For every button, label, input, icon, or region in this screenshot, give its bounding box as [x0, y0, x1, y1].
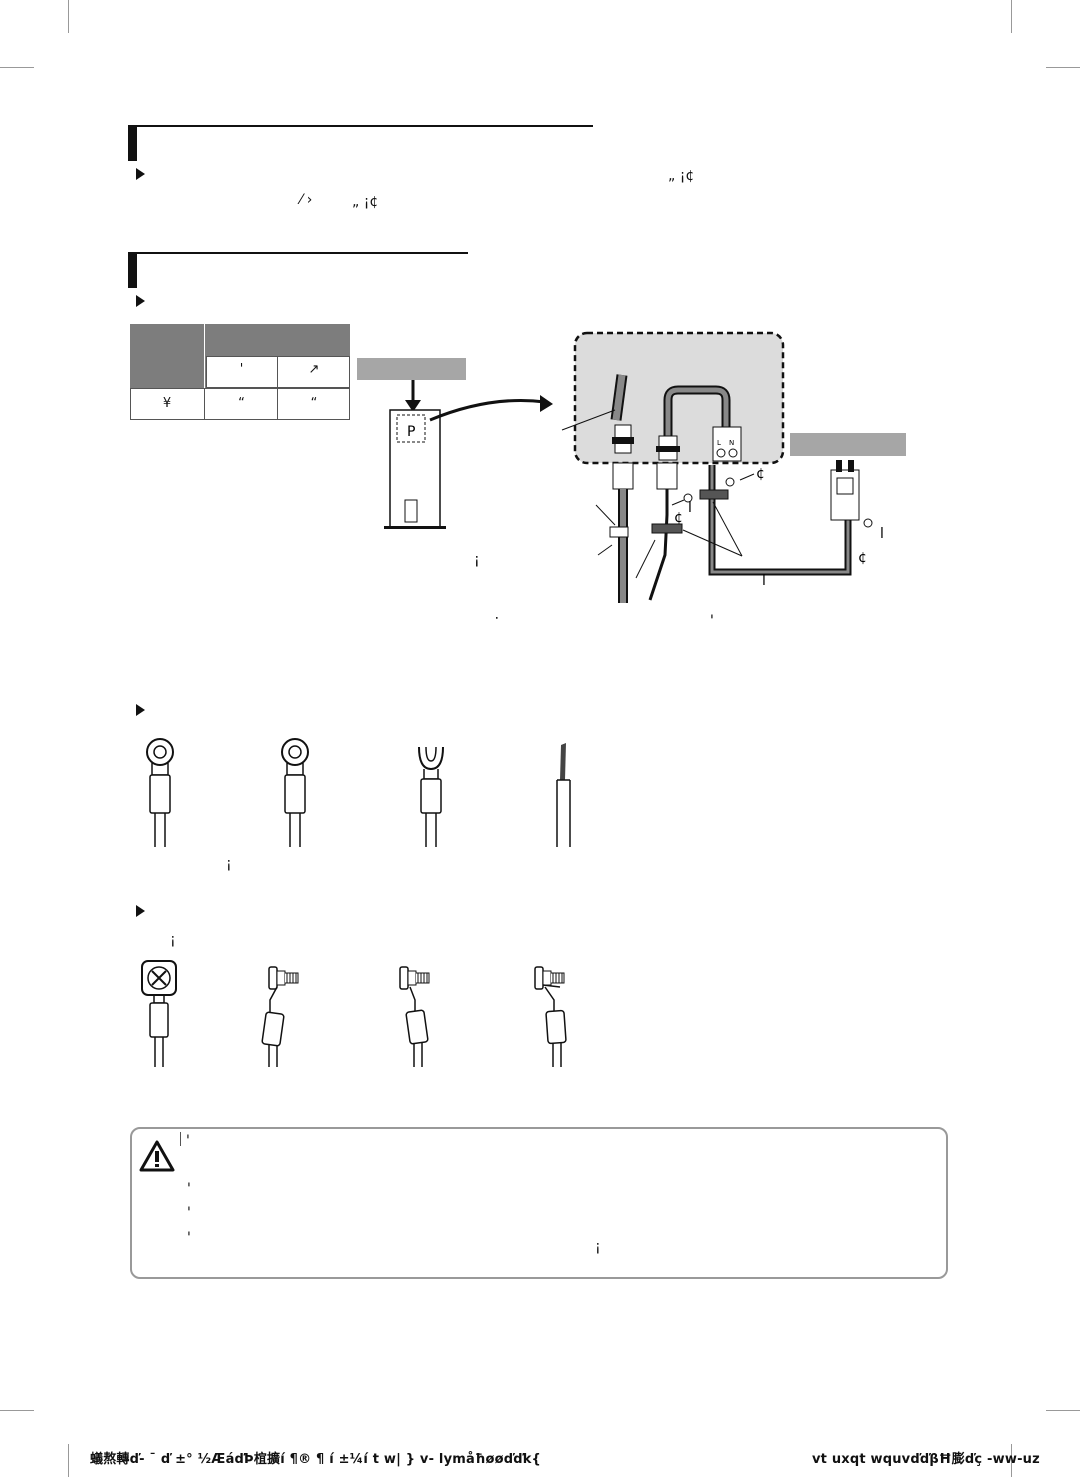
- ring-terminal-1: [146, 738, 174, 847]
- bullet-arrow: [136, 295, 145, 307]
- crop-mark: [1046, 1410, 1080, 1411]
- label-c2: ¢: [674, 510, 683, 526]
- warning-box: ' ' ' ' ¡: [130, 1127, 948, 1279]
- breaker-label-bar: [790, 433, 906, 456]
- crop-mark: [68, 0, 69, 33]
- terminals-caption: ¡: [226, 856, 232, 872]
- screw-side-view-3: [534, 966, 567, 1067]
- bare-wire: [556, 743, 571, 847]
- table-col2: ↗: [308, 362, 320, 377]
- table-row-label: ¥: [162, 396, 172, 411]
- table-subheader: [206, 356, 350, 388]
- screw-side-view-2: [399, 966, 430, 1067]
- spec-table: ' ↗ ¥ “ “: [130, 324, 350, 420]
- label-i1: ¡: [474, 552, 480, 568]
- label-c1: ¢: [756, 466, 765, 482]
- ring-terminal-2: [281, 738, 309, 847]
- terminal-n: N: [729, 439, 734, 447]
- heading-bar: [128, 125, 137, 161]
- heading-bar: [128, 252, 137, 288]
- terminal-l: L: [717, 439, 721, 447]
- table-row-val1: “: [238, 396, 245, 411]
- warning-divider: [180, 1132, 181, 1146]
- fork-terminal: [418, 746, 444, 847]
- table-col1: ': [239, 362, 244, 377]
- circuit-breaker: [830, 460, 873, 528]
- bullet-arrow: [136, 704, 145, 716]
- crop-mark: [1011, 0, 1012, 33]
- warning-tail-glyph: ¡: [595, 1239, 601, 1255]
- section1-glyphs-2a: ⁄ ›: [300, 192, 313, 208]
- label-l2: l: [762, 573, 766, 589]
- table-body-row: [130, 388, 350, 420]
- unit-label-bar: [357, 358, 466, 380]
- footer-right: vt uxqt wquvďďβĦ膨ďç -ww-uz: [812, 1452, 1040, 1467]
- crop-mark: [68, 1444, 69, 1477]
- bullet-arrow: [136, 168, 145, 180]
- warning-bullet-1: ': [187, 1181, 191, 1197]
- footer-left: 蟻熬轉ď- ¯ ď ±° ½ÆáďÞ椬擴í ¶® ¶ í ±¼í t w| } …: [90, 1452, 542, 1467]
- label-apos: ': [710, 613, 714, 620]
- section1-heading: [128, 125, 593, 161]
- crop-mark: [0, 67, 34, 68]
- crop-mark: [0, 1410, 34, 1411]
- screws-caption: ¡: [170, 932, 176, 948]
- warning-icon: [139, 1140, 175, 1172]
- warning-bullet-3: ': [187, 1230, 191, 1246]
- screw-connections: [141, 960, 567, 1067]
- section1-glyphs-1: „ ¡¢: [668, 168, 695, 184]
- warning-head-glyph: ': [186, 1133, 190, 1149]
- section1-glyphs-2b: „ ¡¢: [352, 194, 379, 210]
- crop-mark: [1046, 67, 1080, 68]
- label-i2: ¡: [494, 613, 500, 620]
- label-l3: l: [880, 526, 884, 542]
- screw-side-view-1: [261, 966, 299, 1067]
- table-divider: [204, 324, 205, 420]
- screw-front-view: [141, 960, 177, 1067]
- crop-mark: [1011, 1444, 1012, 1477]
- label-l1: l: [688, 500, 692, 516]
- warning-bullet-2: ': [187, 1205, 191, 1221]
- section2-heading: [128, 252, 468, 288]
- table-row-val2: “: [310, 396, 318, 411]
- heading-rule: [128, 252, 468, 254]
- detail-box: [573, 331, 785, 465]
- label-c3: ¢: [858, 550, 867, 566]
- terminal-types: [146, 738, 571, 847]
- indoor-unit: P: [384, 409, 446, 529]
- table-divider: [204, 388, 205, 420]
- svg-text:P: P: [407, 424, 415, 440]
- bullet-arrow: [136, 905, 145, 917]
- heading-rule: [128, 125, 593, 127]
- wiring-diagram: P L N ¢ l ¢ l: [357, 331, 906, 620]
